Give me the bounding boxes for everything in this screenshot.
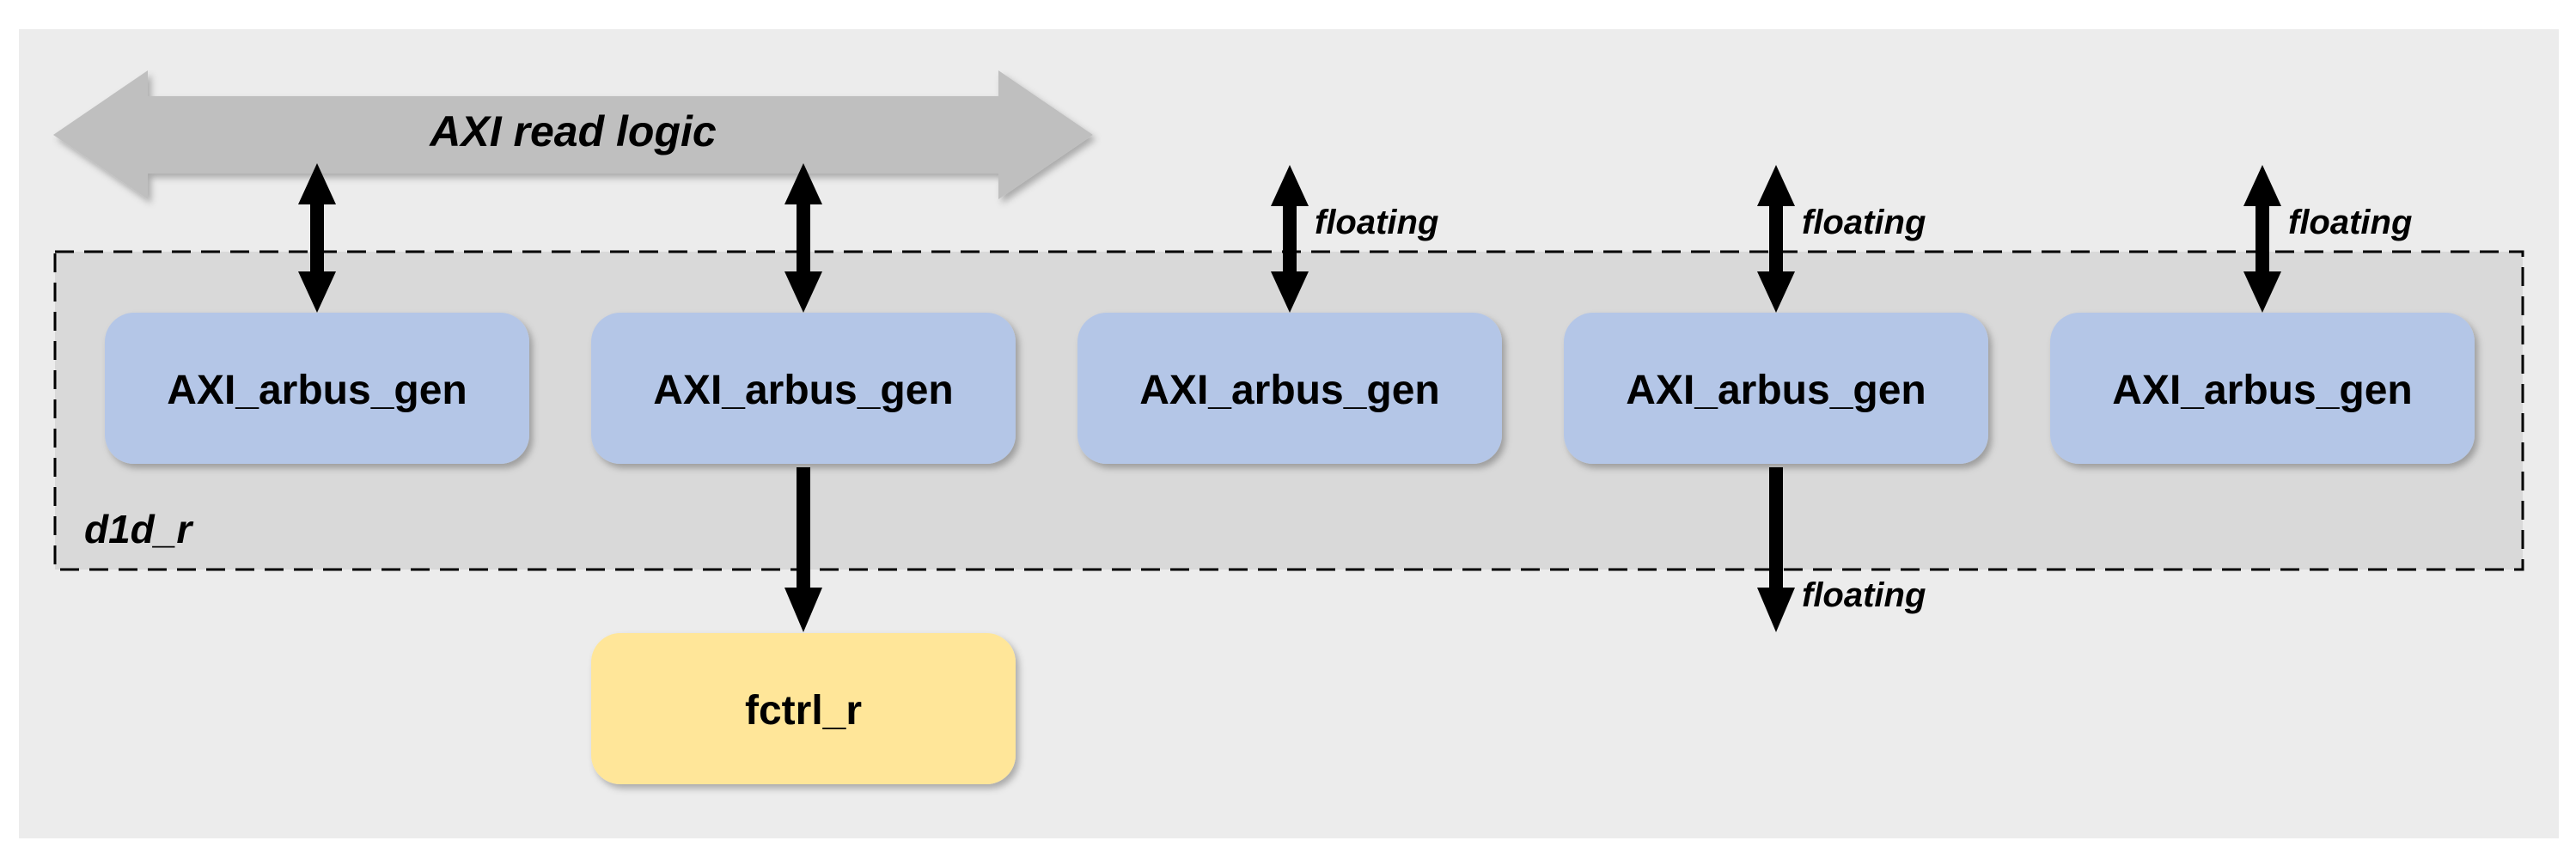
block-label: AXI_arbus_gen xyxy=(653,368,953,413)
fctrl-r-block: fctrl_r xyxy=(591,633,1016,784)
block-label: AXI_arbus_gen xyxy=(2112,368,2412,413)
arbus-gen-blocks: AXI_arbus_gen AXI_arbus_gen AXI_arbus_ge… xyxy=(105,313,2475,464)
arbus-gen-block-3: AXI_arbus_gen xyxy=(1077,313,1502,464)
floating-arrow-5 xyxy=(2243,165,2281,313)
floating-label-3: floating xyxy=(2288,204,2412,241)
floating-label-2: floating xyxy=(1802,204,1926,241)
arrow-to-fctrl xyxy=(784,467,822,632)
floating-arrow-3 xyxy=(1271,165,1309,313)
container-label: d1d_r xyxy=(84,507,193,551)
floating-label-4: floating xyxy=(1802,576,1926,614)
block-label: AXI_arbus_gen xyxy=(167,368,467,413)
output-block-label: fctrl_r xyxy=(745,688,862,734)
arbus-gen-block-5: AXI_arbus_gen xyxy=(2050,313,2475,464)
arbus-gen-block-4: AXI_arbus_gen xyxy=(1564,313,1988,464)
block-label: AXI_arbus_gen xyxy=(1626,368,1926,413)
floating-arrow-down xyxy=(1757,467,1795,632)
floating-arrow-4 xyxy=(1757,165,1795,313)
arbus-gen-block-2: AXI_arbus_gen xyxy=(591,313,1016,464)
bidirectional-arrow-2 xyxy=(784,163,822,313)
axi-read-logic-bus: AXI read logic xyxy=(53,70,1093,199)
bus-label: AXI read logic xyxy=(428,107,717,155)
bidirectional-arrow-1 xyxy=(298,163,336,313)
arbus-gen-block-1: AXI_arbus_gen xyxy=(105,313,529,464)
bus-arrow-shape xyxy=(53,70,1093,199)
block-label: AXI_arbus_gen xyxy=(1139,368,1439,413)
floating-label-1: floating xyxy=(1315,204,1438,241)
